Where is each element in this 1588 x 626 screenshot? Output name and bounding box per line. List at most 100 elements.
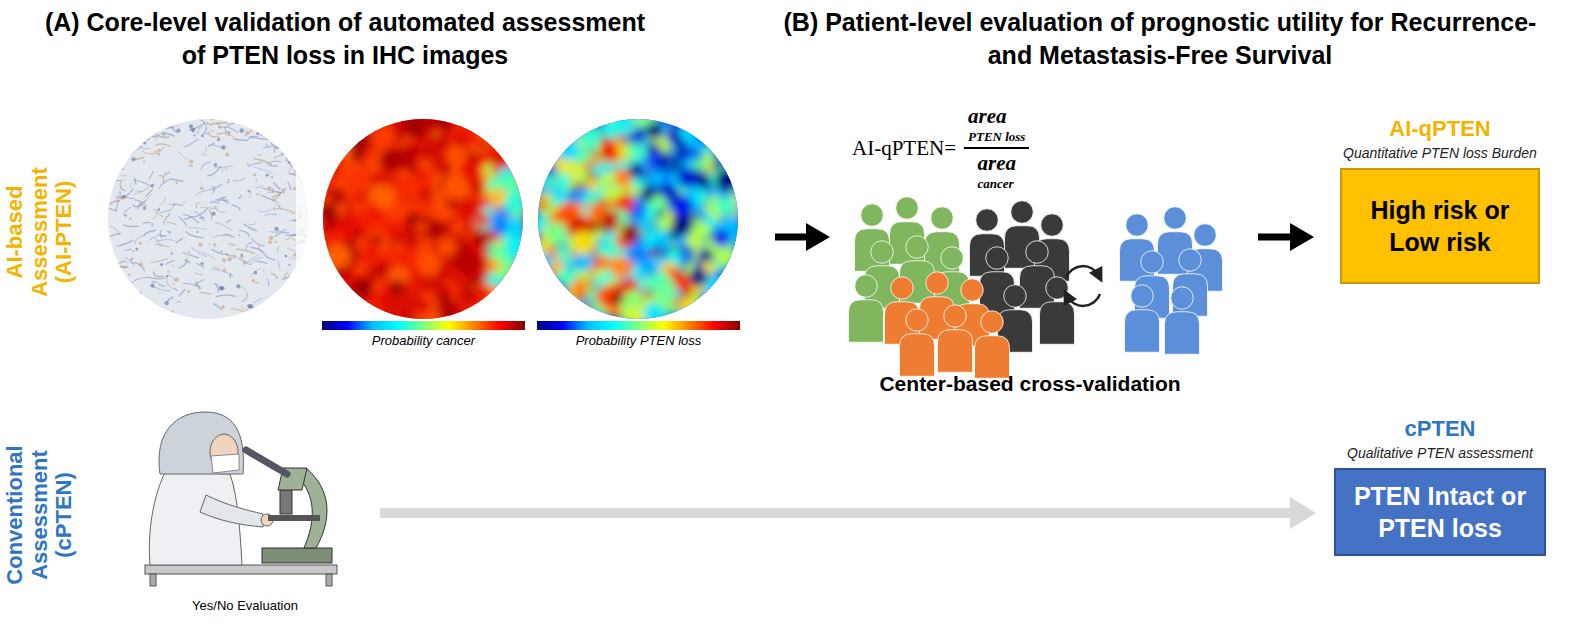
nucleus-dot — [175, 277, 179, 281]
heatmap-blob — [556, 246, 570, 260]
nucleus-dot — [133, 250, 135, 252]
heatmap-blob — [679, 124, 695, 140]
tissue-texture — [276, 209, 294, 213]
heatmap-blob — [591, 165, 601, 175]
nucleus-dot — [139, 263, 143, 267]
formula-lhs: AI-qPTEN= — [852, 136, 956, 161]
nucleus-dot — [305, 275, 308, 278]
tissue-texture — [117, 144, 133, 147]
result-box: AI-qPTENQuantitative PTEN loss BurdenHig… — [1315, 116, 1565, 284]
formula-term: AI-qPTEN= — [852, 136, 956, 161]
heatmap-blob — [624, 117, 636, 129]
nucleus-dot — [225, 153, 229, 157]
panel-title: (A) Core-level validation of automated a… — [30, 6, 660, 72]
nucleus-dot — [144, 314, 146, 316]
tissue-texture — [133, 204, 144, 206]
tissue-texture — [142, 125, 158, 129]
nucleus-dot — [307, 291, 311, 295]
heatmap-blob — [646, 122, 663, 139]
tissue-texture — [236, 249, 255, 254]
tissue-texture — [167, 297, 173, 302]
tissue-texture — [144, 230, 156, 235]
heatmap-blob — [538, 199, 548, 209]
heatmap-blob — [456, 135, 467, 146]
nucleus-dot — [211, 212, 215, 216]
nucleus-dot — [201, 134, 204, 137]
tissue-texture — [151, 223, 153, 227]
nucleus-dot — [129, 285, 133, 289]
tissue-texture — [151, 258, 169, 262]
nucleus-dot — [111, 298, 116, 303]
tissue-texture — [155, 238, 161, 247]
tissue-texture — [288, 307, 296, 310]
tissue-texture — [125, 249, 132, 250]
box-subtitle: Quantitative PTEN loss Burden — [1343, 145, 1537, 161]
flow-arrow-head — [1290, 223, 1314, 251]
tissue-texture — [188, 166, 192, 167]
nucleus-dot — [207, 123, 209, 125]
tissue-texture — [271, 273, 278, 279]
nucleus-dot — [295, 143, 297, 145]
heatmap-blob — [679, 297, 696, 314]
tissue-texture — [208, 132, 218, 137]
nucleus-dot — [193, 135, 195, 137]
colorbar-label: Probability PTEN loss — [537, 333, 740, 348]
nucleus-dot — [253, 173, 256, 176]
tissue-texture — [250, 269, 261, 277]
table-leg — [326, 574, 332, 586]
nucleus-dot — [135, 248, 138, 251]
heatmap-blob — [652, 246, 661, 255]
heatmap-blob — [557, 210, 569, 222]
person-head — [1171, 287, 1194, 310]
tissue-texture — [224, 168, 227, 171]
formula-term: area — [977, 151, 1016, 176]
person-head — [855, 275, 878, 298]
tissue-texture — [121, 174, 127, 176]
colorbar-label: Probability cancer — [322, 333, 525, 348]
tissue-texture — [114, 314, 130, 323]
tissue-texture — [298, 157, 300, 164]
box-heading: AI-qPTEN — [1389, 116, 1490, 142]
nucleus-dot — [169, 203, 171, 205]
tissue-texture — [212, 235, 232, 237]
tissue-texture — [212, 186, 215, 193]
tissue-texture — [259, 129, 263, 136]
tissue-texture — [226, 132, 230, 136]
heatmap-blob — [335, 266, 350, 281]
tissue-texture — [127, 131, 135, 132]
heatmap-blob — [677, 168, 697, 188]
heatmap-blob — [443, 174, 469, 200]
pathologist-illustration — [145, 412, 337, 586]
person-head — [891, 277, 914, 300]
heatmap-blob — [691, 221, 710, 240]
tissue-texture — [131, 258, 133, 261]
tissue-texture — [216, 132, 230, 134]
nucleus-dot — [151, 184, 154, 187]
person-icon — [900, 309, 935, 377]
tissue-texture — [156, 144, 171, 146]
heatmap-blob — [477, 139, 489, 151]
tissue-texture — [170, 203, 174, 209]
tissue-texture — [286, 156, 289, 161]
tissue-texture — [170, 253, 173, 255]
cohort-caption: Center-based cross-validation — [855, 372, 1205, 396]
heatmap-blob — [611, 293, 624, 306]
nucleus-dot — [160, 263, 163, 266]
nucleus-dot — [187, 290, 190, 293]
tissue-texture — [291, 167, 297, 174]
tissue-texture — [179, 289, 185, 296]
tissue-texture — [188, 228, 206, 230]
tissue-texture — [213, 319, 229, 329]
tissue-texture — [280, 311, 297, 313]
tissue-texture — [159, 179, 170, 188]
tissue-texture — [178, 319, 182, 328]
tissue-texture — [110, 227, 120, 236]
heatmap-blob — [712, 161, 721, 170]
nucleus-dot — [254, 271, 258, 275]
tissue-texture — [209, 210, 212, 220]
tissue-texture — [216, 123, 220, 129]
tissue-texture — [111, 289, 117, 297]
tissue-texture — [149, 171, 153, 179]
tissue-texture — [113, 129, 122, 135]
person-icon — [1135, 251, 1170, 319]
